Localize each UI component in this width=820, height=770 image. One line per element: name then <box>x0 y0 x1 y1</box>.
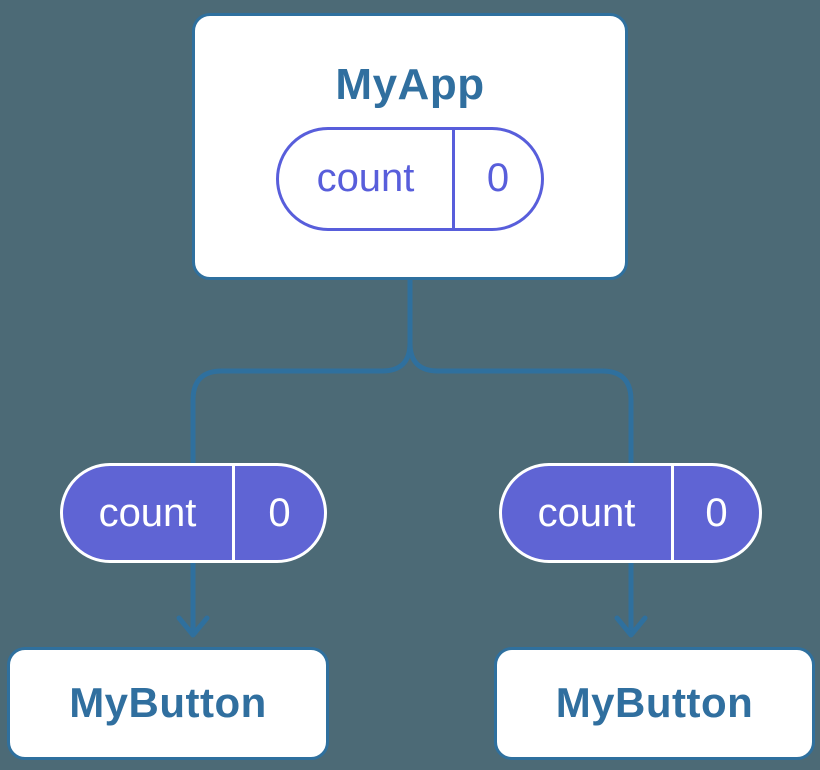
component-card-mybutton-left: MyButton <box>7 647 329 760</box>
state-value: 0 <box>705 490 728 535</box>
state-label: count <box>502 466 674 560</box>
state-value: 0 <box>486 156 510 201</box>
fork-left-branch <box>190 342 413 465</box>
state-pill-mybutton-right: count 0 <box>499 463 762 563</box>
state-label: count <box>63 466 235 560</box>
component-title-mybutton-right: MyButton <box>555 679 754 727</box>
component-card-mybutton-right: MyButton <box>494 647 815 760</box>
component-title-mybutton-left: MyButton <box>69 679 267 727</box>
component-title-myapp: MyApp <box>335 60 485 109</box>
state-pill-mybutton-left: count 0 <box>60 463 327 563</box>
fork-right-branch <box>407 342 634 465</box>
state-label: count <box>279 129 455 228</box>
component-card-myapp: MyApp count 0 <box>192 13 628 280</box>
state-value: 0 <box>268 490 291 535</box>
right-arrow-head-icon <box>614 615 648 638</box>
state-pill-myapp: count 0 <box>276 126 544 231</box>
left-arrow-head-icon <box>176 615 210 638</box>
